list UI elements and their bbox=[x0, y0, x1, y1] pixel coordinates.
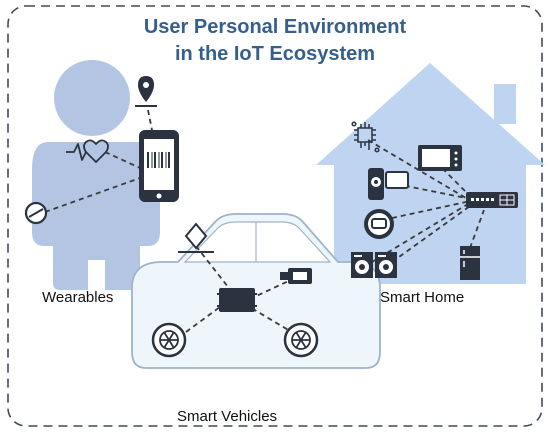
diagram-title-line1: User Personal Environment bbox=[143, 16, 407, 38]
circuit-icon bbox=[351, 121, 380, 153]
house-silhouette bbox=[316, 63, 545, 284]
router-hub-icon bbox=[466, 192, 518, 208]
dashed-frame bbox=[7, 5, 543, 427]
wheel-icon bbox=[283, 322, 319, 358]
smart-vehicles-label: Smart Vehicles bbox=[177, 408, 278, 425]
microwave-icon bbox=[418, 145, 462, 171]
location-pin-icon bbox=[135, 76, 157, 107]
ring-sensor-icon bbox=[24, 201, 48, 225]
smart-home-label: Smart Home bbox=[380, 289, 465, 306]
wearables-label: Wearables bbox=[42, 289, 114, 306]
robot-vacuum-icon bbox=[364, 209, 394, 239]
connection-links bbox=[44, 109, 485, 335]
gps-diamond-icon bbox=[178, 222, 214, 253]
washing-machine-icon bbox=[351, 252, 373, 278]
wheel-icon bbox=[151, 322, 187, 358]
dashcam-icon bbox=[280, 268, 312, 284]
camera-icon bbox=[368, 168, 409, 200]
smartphone-icon bbox=[139, 130, 179, 202]
fridge-icon bbox=[460, 246, 480, 280]
diagram-title-line2: in the IoT Ecosystem bbox=[174, 43, 376, 65]
car-hub-icon bbox=[217, 288, 257, 312]
dryer-icon bbox=[375, 252, 397, 278]
heart-pulse-icon bbox=[66, 139, 109, 163]
person-silhouette bbox=[32, 60, 160, 290]
